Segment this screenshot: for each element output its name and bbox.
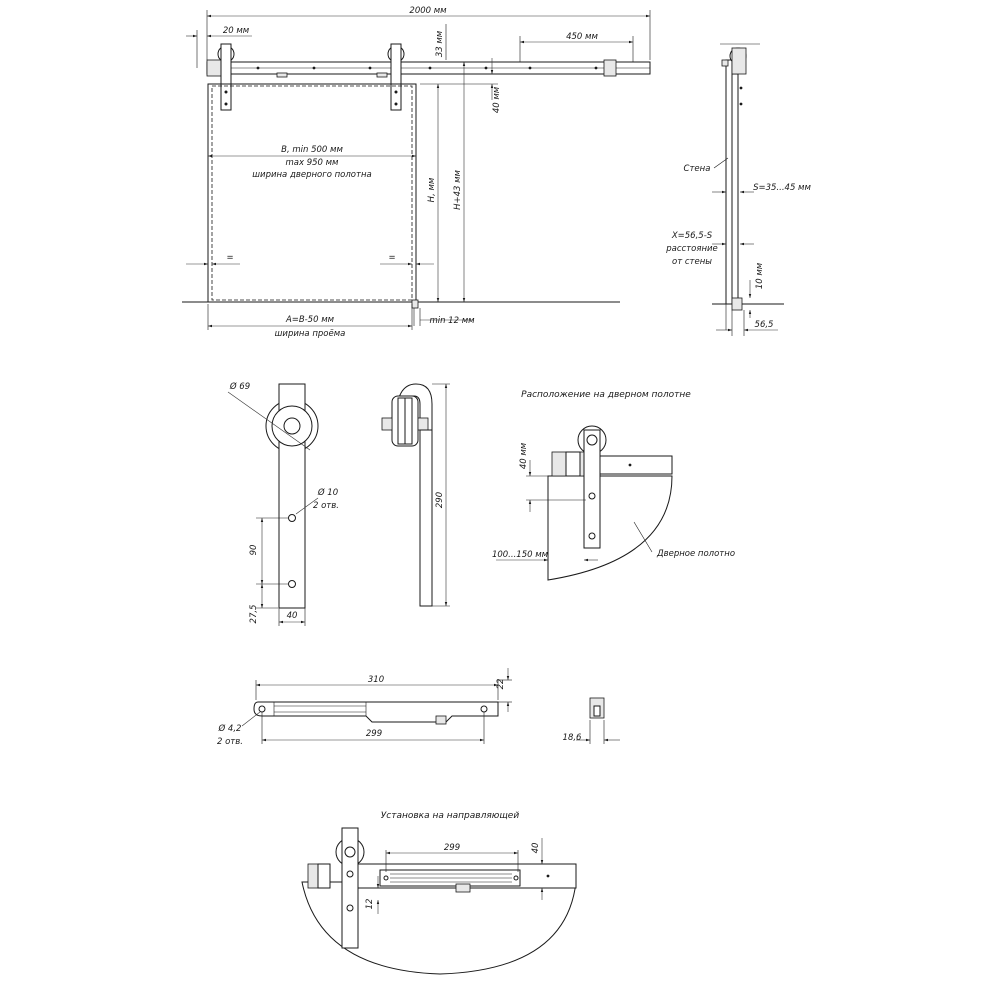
- distance-label-3: от стены: [672, 257, 712, 267]
- dim-height-h43: H+43 мм: [453, 169, 463, 209]
- dim-total-length: 2000 мм: [409, 6, 447, 16]
- install-door-arc: [301, 881, 577, 975]
- placement-edge-offset: 100...150 мм: [492, 550, 549, 560]
- hanger-right: [387, 43, 405, 111]
- damper-height-label: 22: [496, 679, 506, 690]
- damper-hole-count-label: 2 отв.: [217, 737, 243, 747]
- install-rail-height-label: 40: [531, 843, 541, 854]
- install-hole-spacing-label: 299: [444, 843, 460, 853]
- opening-label-2: ширина проёма: [275, 329, 346, 339]
- wall-label: Стена: [684, 164, 711, 174]
- guide-width-label: 56,5: [755, 320, 774, 330]
- damper-detail: 310 22 299 Ø 4,2 2 отв. 18,6: [217, 668, 620, 747]
- dim-end-offset: 20 мм: [223, 26, 250, 36]
- guide-height-label: 10 мм: [755, 262, 765, 289]
- rail-end-stop-left: [206, 59, 222, 77]
- dim-stop-spacing: 450 мм: [566, 32, 598, 42]
- wheel-diameter-label: Ø 69: [229, 381, 250, 392]
- spacer-label: S=35...45 мм: [753, 183, 811, 193]
- damper-hole-spacing-label: 299: [366, 729, 382, 739]
- door-width-label-2: max 950 мм: [286, 158, 340, 168]
- damper-length-label: 310: [368, 675, 384, 685]
- side-view: Стена S=35...45 мм X=56,5-S расстояние о…: [665, 43, 811, 336]
- bottom-offset-label: 27,5: [249, 605, 259, 624]
- stopper-width-label: 18,6: [563, 733, 583, 743]
- door-width-label-1: B, min 500 мм: [281, 145, 343, 155]
- install-title: Установка на направляющей: [381, 811, 520, 821]
- hanger-hole-1: [288, 514, 296, 522]
- rail-end-stop-right: [603, 59, 617, 77]
- dim-door-top-gap: 40 мм: [492, 86, 502, 113]
- equal-left: =: [226, 253, 233, 263]
- distance-label-1: X=56,5-S: [671, 231, 713, 241]
- hanger-side-view: 290: [381, 383, 450, 607]
- hanger-hole-2: [288, 580, 296, 588]
- door-label: Дверное полотно: [656, 549, 735, 559]
- hole-spacing-label: 90: [249, 545, 259, 556]
- equal-right: =: [388, 253, 395, 263]
- install-view: Установка на направляющей 299 40 12: [301, 811, 577, 975]
- install-offset-label: 12: [365, 899, 375, 910]
- hole-count-label: 2 отв.: [313, 501, 339, 511]
- strap-length-label: 290: [435, 492, 445, 508]
- hole-diameter-label: Ø 10: [317, 487, 338, 498]
- door-quarter-arc: [547, 475, 673, 581]
- hanger-left: [217, 43, 235, 111]
- opening-label-1: A=B-50 мм: [285, 315, 335, 325]
- placement-top-gap: 40 мм: [519, 442, 529, 469]
- dim-height-h: H, мм: [427, 177, 437, 202]
- door-panel: [207, 83, 417, 303]
- distance-label-2: расстояние: [665, 244, 718, 254]
- wall: [725, 59, 733, 305]
- hanger-detail: Ø 69 Ø 10 2 отв. 90 27,5 40: [227, 381, 339, 626]
- door-width-label-3: ширина дверного полотна: [252, 170, 371, 180]
- door-opening-outline: [211, 85, 413, 301]
- front-view: 2000 мм 20 мм 450 мм 33 мм: [182, 6, 651, 339]
- placement-title: Расположение на дверном полотне: [521, 390, 691, 400]
- rail-holes: [256, 66, 598, 70]
- damper-hole-diameter-label: Ø 4,2: [218, 723, 242, 734]
- door-placement: Расположение на дверном полотне 40 мм 10…: [492, 390, 735, 581]
- strap-width-label: 40: [287, 611, 298, 621]
- dim-rail-height: 33 мм: [435, 30, 445, 57]
- floor-gap-label: min 12 мм: [429, 316, 475, 326]
